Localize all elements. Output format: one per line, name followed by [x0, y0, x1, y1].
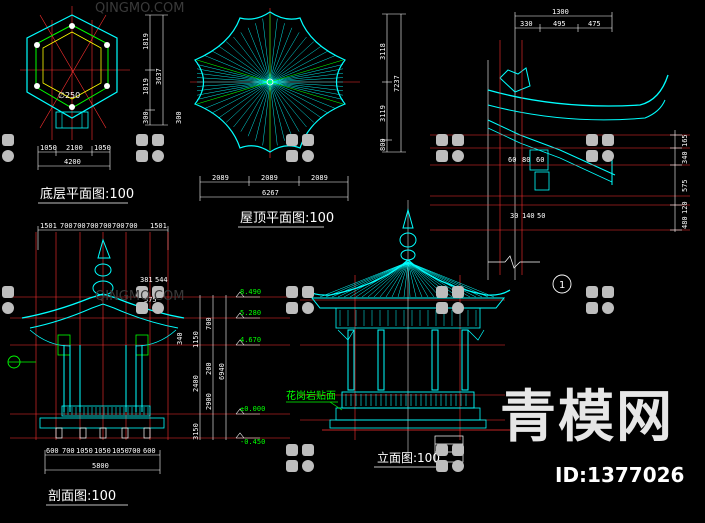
detail-mid-4: 30 [510, 212, 518, 220]
detail-mid-2: 80 [522, 156, 530, 164]
detail-mid-5: 140 [522, 212, 535, 220]
section-bottom-dim: 700 [62, 447, 75, 455]
detail-top-2: 495 [553, 20, 566, 28]
ground-dim-total: 4200 [64, 158, 81, 166]
detail-right-4: 120 [681, 201, 689, 214]
side-dim-2: 2400 [192, 375, 200, 392]
side-dim-5: 700 [205, 317, 213, 330]
elevation-title: 立面图:100 [377, 450, 440, 465]
ground-right-1: 1819 [142, 33, 150, 50]
detail-marker-label: 1 [559, 280, 565, 291]
watermark-logo-icon [436, 286, 464, 314]
detail-top-1: 330 [520, 20, 533, 28]
mid-dim-2: 544 [155, 276, 168, 284]
section-bottom-dim: 600 [46, 447, 59, 455]
section-bottom-dim: 700 [128, 447, 141, 455]
side-dim-3: 2900 [205, 393, 213, 410]
column-size-label: ∅250 [58, 91, 80, 100]
ground-floor-plan: ∅250 1050 2100 1050 4200 1819 1819 300 3… [20, 6, 183, 204]
level-2: 5.280 [240, 309, 261, 317]
roof-dim-1: 2089 [212, 174, 229, 182]
section-bottom-total: 5800 [92, 462, 109, 470]
watermark-tile-icons [2, 134, 614, 472]
roof-right-total: 7237 [393, 75, 401, 92]
watermark-logo-icon [136, 286, 164, 314]
ground-plan-title: 底层平面图:100 [40, 186, 134, 202]
level-3: 4.670 [240, 336, 261, 344]
section-bottom-dim: 1050 [94, 447, 111, 455]
watermark-logo-icon [286, 134, 314, 162]
section-top-dim: 700 [112, 222, 125, 230]
ghost-text-top: QINGMO.COM [95, 1, 184, 16]
watermark-logo-icon [286, 444, 314, 472]
detail-right-5: 480 [681, 216, 689, 229]
watermark-logo-icon [586, 286, 614, 314]
section-bottom-dim: 600 [143, 447, 156, 455]
detail-marker-circle [552, 274, 572, 294]
id-watermark: ID:1377026 [555, 463, 684, 487]
roof-plan-title: 屋顶平面图:100 [240, 211, 334, 226]
level-1: 8.490 [240, 288, 261, 296]
watermark-logo-icon [2, 134, 14, 162]
detail-right-1: 165 [681, 134, 689, 147]
brand-watermark: 青模网 [500, 385, 674, 450]
watermark-logo-icon [2, 286, 14, 314]
section-bottom-dim: 1050 [76, 447, 93, 455]
roof-dim-total: 6267 [262, 189, 279, 197]
elevation-drawing: 花岗岩贴面 立面图:100 [286, 200, 511, 468]
watermark-logo-icon [586, 134, 614, 162]
section-top-dim: 700 [86, 222, 99, 230]
detail-top-3: 475 [588, 20, 601, 28]
section-top-dim: 700 [60, 222, 73, 230]
detail-mid-6: 50 [537, 212, 545, 220]
section-top-dim: 700 [73, 222, 86, 230]
side-dim-1: 1150 [192, 331, 200, 348]
watermark-logo-icon [286, 286, 314, 314]
mid-dim-5: 200 [205, 362, 213, 375]
detail-right-3: 575 [681, 179, 689, 192]
side-dim-4: 3150 [192, 423, 200, 440]
level-5: -0.450 [240, 438, 265, 446]
granite-facing-label: 花岗岩贴面 [286, 389, 336, 402]
ground-right-3: 300 [142, 111, 150, 124]
mid-dim-4: 340 [176, 332, 184, 345]
roof-right-3: 800 [379, 138, 387, 151]
section-top-dim: 700 [125, 222, 138, 230]
roof-right-2: 3119 [379, 105, 387, 122]
section-title: 剖面图:100 [48, 489, 116, 504]
side-dim-total: 6940 [218, 363, 226, 380]
watermark: QINGMO.COM QINGMO.COM 青模网 ID:1377026 [2, 1, 684, 487]
detail-top-total: 1300 [552, 8, 569, 16]
ground-dim-2: 2100 [66, 144, 83, 152]
detail-right-2: 340 [681, 151, 689, 164]
ground-right-2: 1819 [142, 78, 150, 95]
detail-mid-3: 60 [536, 156, 544, 164]
ghost-text-mid: QINGMO.COM [95, 289, 184, 304]
ground-dim-1: 1050 [40, 144, 57, 152]
section-top-dim: 700 [99, 222, 112, 230]
level-4: ±0.000 [240, 405, 265, 413]
ground-right-4: 300 [175, 111, 183, 124]
roof-dim-2: 2089 [261, 174, 278, 182]
ground-dim-3: 1050 [94, 144, 111, 152]
eave-detail: 1300 330 495 475 165 340 57 [430, 8, 690, 294]
roof-plan: 2089 2089 2089 6267 3118 3119 800 7237 屋… [190, 8, 406, 228]
watermark-logo-icon [436, 134, 464, 162]
ground-right-total: 3637 [155, 68, 163, 85]
mid-dim-1: 381 [140, 276, 153, 284]
watermark-logo-icon [436, 444, 464, 472]
mid-dim-3: 575 [144, 296, 157, 304]
section-top-dim: 1501 [40, 222, 57, 230]
roof-dim-3: 2089 [311, 174, 328, 182]
watermark-logo-icon [136, 134, 164, 162]
section-top-dim: 1501 [150, 222, 167, 230]
section-bottom-dim: 1050 [112, 447, 129, 455]
detail-mid-1: 60 [508, 156, 516, 164]
roof-right-1: 3118 [379, 43, 387, 60]
